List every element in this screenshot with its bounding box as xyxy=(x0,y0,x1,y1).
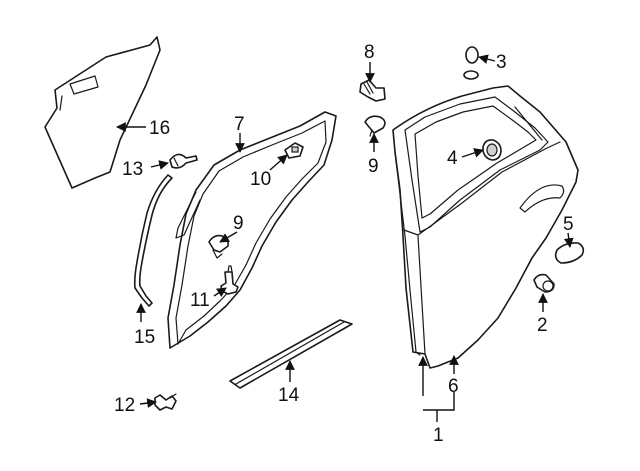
callout-3: 3 xyxy=(496,52,507,73)
leader-9-left xyxy=(219,231,238,243)
leader-10 xyxy=(269,154,288,171)
sill-molding-part-14 xyxy=(229,319,353,389)
leader-1-bracket xyxy=(423,396,455,411)
callout-13: 13 xyxy=(122,159,143,180)
callout-7: 7 xyxy=(234,114,245,135)
plug-part-2 xyxy=(533,273,555,293)
callout-2: 2 xyxy=(537,315,548,336)
callout-6: 6 xyxy=(448,376,459,397)
callout-15: 15 xyxy=(134,327,155,348)
leader-11 xyxy=(213,287,227,297)
clip-part-12 xyxy=(154,393,177,411)
weatherstrip-part-7 xyxy=(167,111,337,349)
door-shell-part-6 xyxy=(392,85,579,369)
clip-part-13 xyxy=(169,153,198,169)
callout-4: 4 xyxy=(447,148,458,169)
hose-part-15 xyxy=(133,174,173,307)
grommet-part-4 xyxy=(482,139,502,161)
leader-lines xyxy=(116,54,574,422)
clip-part-10 xyxy=(284,142,304,159)
leader-5 xyxy=(563,232,574,248)
clip-part-9-right xyxy=(364,115,386,137)
bolt-part-8 xyxy=(359,79,386,102)
callout-1: 1 xyxy=(433,425,444,446)
callout-11: 11 xyxy=(190,290,210,311)
plug-part-3 xyxy=(463,46,479,80)
callout-9-right: 9 xyxy=(368,156,379,177)
callout-10: 10 xyxy=(250,169,271,190)
leader-13 xyxy=(150,160,169,170)
callout-labels: 1 2 3 4 5 6 7 8 9 9 10 11 12 13 14 15 16 xyxy=(114,42,574,446)
callout-8: 8 xyxy=(364,42,375,63)
leader-12 xyxy=(139,398,157,408)
callout-9-left: 9 xyxy=(233,213,244,234)
leader-3 xyxy=(478,54,496,64)
leader-4 xyxy=(461,148,484,158)
water-shield-part xyxy=(44,36,161,189)
callout-5: 5 xyxy=(563,214,574,235)
callout-16: 16 xyxy=(149,118,170,139)
callout-14: 14 xyxy=(278,385,300,406)
callout-12: 12 xyxy=(114,395,135,416)
